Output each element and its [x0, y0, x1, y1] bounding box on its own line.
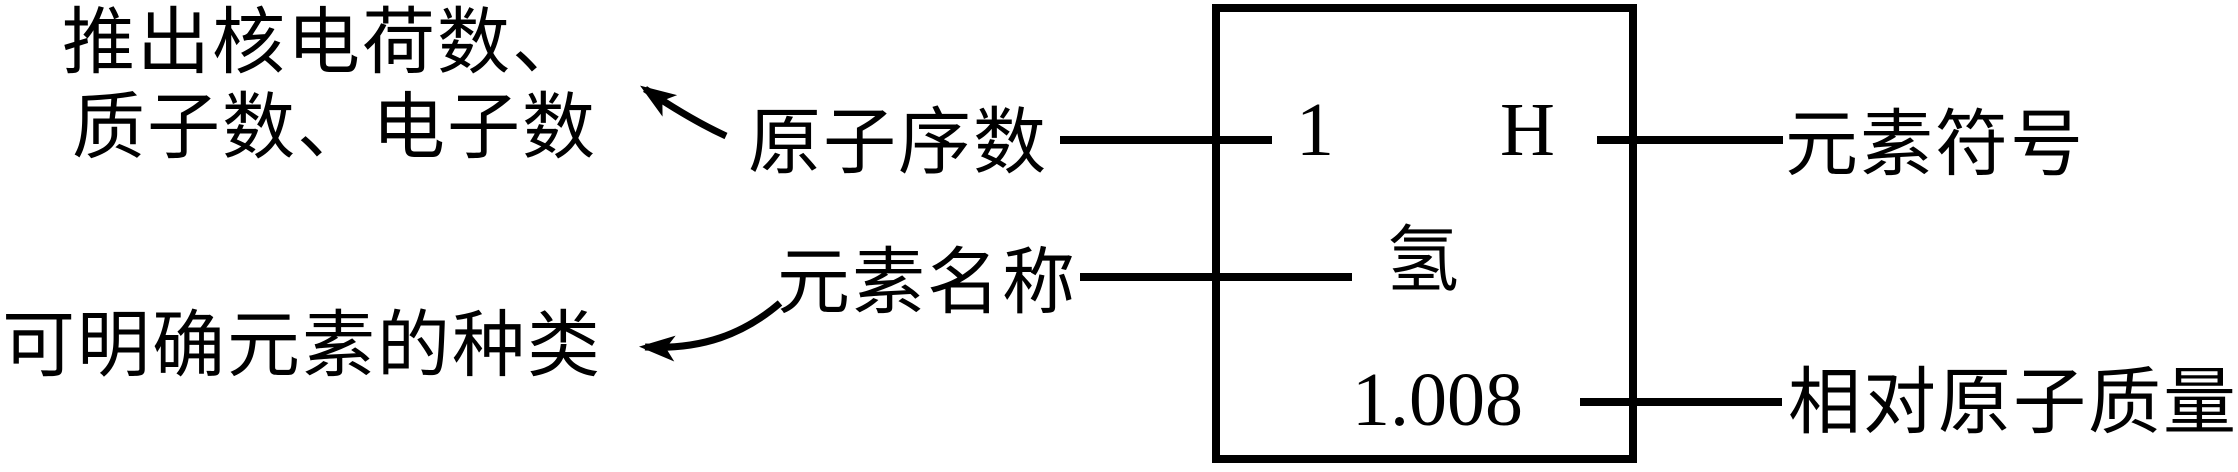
connector-element-name-line [1080, 273, 1352, 281]
atomic-number-deduction-note-line2: 质子数、电子数 [72, 87, 597, 168]
element-species-note: 可明确元素的种类 [2, 305, 602, 386]
element-name-label: 元素名称 [777, 242, 1077, 323]
element-cell-atomic-number: 1 [1296, 88, 1334, 172]
arrow-element-name-to-species-note [639, 300, 783, 362]
element-symbol-label: 元素符号 [1785, 104, 2085, 185]
element-cell-relative-atomic-mass: 1.008 [1352, 358, 1523, 442]
atomic-number-deduction-note-line1: 推出核电荷数、 [62, 2, 587, 83]
atomic-number-label: 原子序数 [748, 102, 1048, 183]
connector-atomic-number-line [1060, 136, 1272, 144]
connector-atomic-mass-line [1580, 398, 1782, 406]
arrow-atomic-number-to-deduction-note [640, 85, 728, 140]
relative-atomic-mass-label: 相对原子质量 [1788, 362, 2238, 443]
element-cell-box [1212, 4, 1637, 463]
connector-element-symbol-line [1597, 136, 1783, 144]
element-cell-symbol: H [1500, 88, 1555, 172]
element-cell-name: 氢 [1386, 220, 1461, 301]
